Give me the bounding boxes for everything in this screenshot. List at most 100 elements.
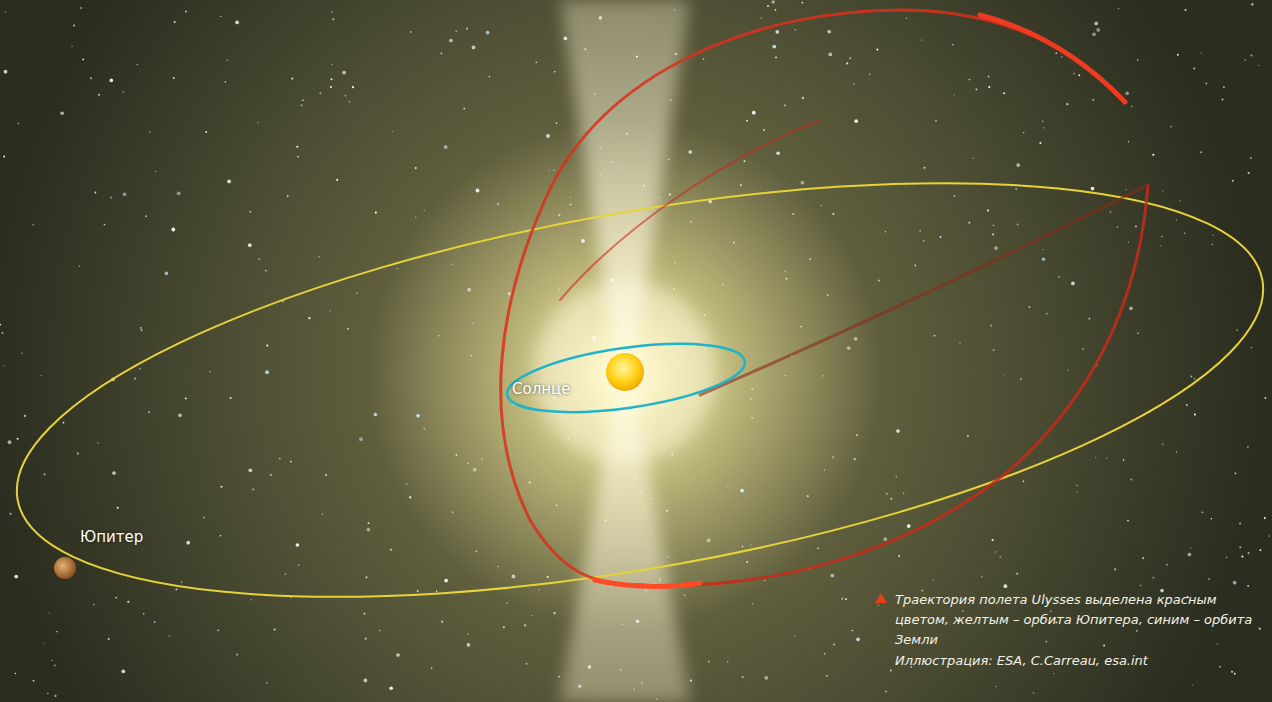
star [727, 661, 728, 662]
star [390, 549, 392, 551]
star [169, 635, 170, 636]
star [441, 53, 443, 55]
star [209, 371, 211, 373]
star [177, 191, 181, 195]
star [824, 470, 825, 471]
star [175, 588, 177, 590]
star [1110, 211, 1112, 213]
star [481, 458, 482, 459]
star [456, 454, 458, 456]
star [704, 314, 706, 316]
star [992, 234, 994, 236]
star [1016, 573, 1018, 575]
star [15, 673, 16, 674]
star [108, 638, 110, 640]
star [994, 246, 998, 250]
star [266, 682, 267, 683]
star [220, 535, 222, 537]
star [345, 95, 347, 97]
star [1176, 451, 1177, 452]
star [1092, 32, 1096, 36]
star [750, 544, 752, 546]
sun [606, 353, 644, 391]
star [673, 288, 675, 290]
star [581, 239, 585, 243]
star [786, 278, 788, 280]
star [807, 495, 809, 497]
star [554, 612, 556, 614]
star [21, 352, 23, 354]
star [349, 101, 351, 103]
star [1136, 630, 1138, 632]
star [775, 56, 777, 58]
star [671, 453, 673, 455]
star [4, 70, 8, 74]
sun-halo [535, 282, 715, 462]
star [1135, 226, 1137, 228]
star [1004, 374, 1005, 375]
star [322, 513, 324, 515]
star [0, 324, 1, 326]
star [890, 498, 892, 500]
star [467, 633, 469, 635]
star [969, 79, 971, 81]
sun-label: Солнце [512, 380, 570, 398]
star [500, 447, 501, 448]
star [173, 77, 175, 79]
star [666, 510, 668, 512]
star [751, 388, 753, 390]
star [472, 322, 474, 324]
star [778, 280, 779, 281]
star [1117, 226, 1118, 227]
star [1250, 157, 1252, 159]
star [470, 355, 472, 357]
star [1042, 121, 1043, 122]
star [24, 415, 26, 417]
star [455, 30, 457, 32]
star [1050, 611, 1051, 612]
star [449, 39, 453, 43]
star [290, 461, 292, 463]
star [1184, 9, 1186, 11]
star [32, 680, 34, 682]
star [1260, 549, 1262, 551]
star [17, 438, 19, 440]
star [364, 679, 368, 683]
star [883, 537, 887, 541]
star [830, 574, 834, 578]
star [828, 53, 832, 57]
star [809, 258, 811, 260]
star [1258, 65, 1259, 66]
star [318, 256, 319, 257]
star [301, 104, 303, 106]
star [845, 598, 847, 600]
star [993, 349, 995, 351]
star [473, 468, 477, 472]
star [379, 630, 380, 631]
star [71, 46, 72, 47]
star [1231, 671, 1233, 673]
star [525, 663, 527, 665]
star [336, 179, 338, 181]
star [722, 284, 724, 286]
star [921, 39, 922, 40]
star [285, 573, 287, 575]
star [1103, 645, 1105, 647]
star [907, 524, 911, 528]
star [1251, 3, 1253, 5]
star [507, 292, 511, 296]
star [1066, 103, 1068, 105]
star [529, 482, 531, 484]
star [733, 242, 735, 244]
star [127, 601, 129, 603]
star [1223, 86, 1225, 88]
star [1269, 535, 1271, 537]
star [953, 94, 954, 95]
star [801, 2, 803, 4]
star [727, 486, 728, 487]
star [954, 195, 956, 197]
star [752, 603, 754, 605]
star [331, 11, 333, 13]
star [1046, 641, 1048, 643]
star [688, 150, 692, 154]
